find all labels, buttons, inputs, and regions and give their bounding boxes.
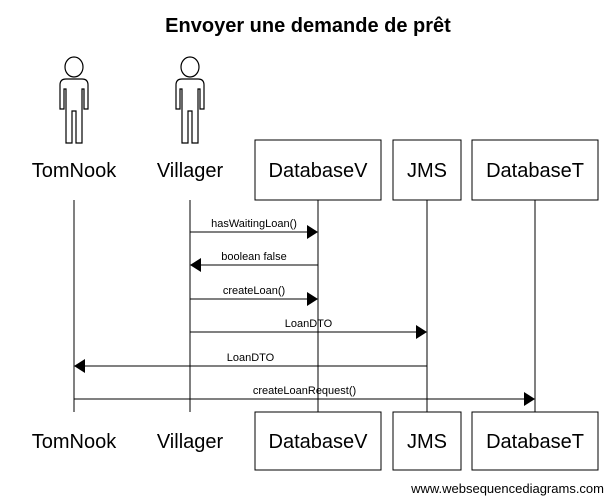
participant-label-jms-top: JMS — [407, 160, 447, 182]
participant-box-jms-bottom — [392, 411, 462, 471]
message-arrowhead-icon — [307, 225, 318, 239]
participant-label-databasev-bottom: DatabaseV — [269, 431, 369, 453]
message-label: createLoanRequest() — [253, 385, 356, 397]
message-2: boolean false — [190, 251, 318, 272]
message-arrowhead-icon — [524, 392, 535, 406]
message-label: hasWaitingLoan() — [211, 218, 297, 230]
message-4: LoanDTO — [190, 318, 427, 339]
participants-top: TomNook Villager DatabaseV JMS DatabaseT — [32, 56, 599, 201]
participant-box-databaset-bottom — [471, 411, 599, 471]
participant-box-jms-top — [392, 139, 462, 201]
participant-box-databasev-top — [254, 139, 382, 201]
message-label: LoanDTO — [227, 352, 275, 364]
lifelines — [73, 200, 536, 412]
participant-label-jms-bottom: JMS — [407, 431, 447, 453]
tomnook-actor-figure-icon — [59, 56, 89, 144]
message-arrowhead-icon — [416, 325, 427, 339]
message-1: hasWaitingLoan() — [190, 218, 318, 239]
messages: hasWaitingLoan() boolean false createLoan(… — [74, 218, 535, 406]
message-arrowhead-icon — [190, 258, 201, 272]
participant-label-tomnook-top: TomNook — [32, 160, 117, 182]
participants-bottom: TomNook Villager DatabaseV JMS DatabaseT — [32, 411, 599, 471]
participant-label-databaset-top: DatabaseT — [486, 160, 584, 182]
participant-label-villager-bottom: Villager — [157, 431, 224, 453]
footer-credit: www.websequencediagrams.com — [410, 481, 604, 496]
message-label: createLoan() — [223, 285, 285, 297]
message-6: createLoanRequest() — [74, 385, 535, 406]
diagram-title: Envoyer une demande de prêt — [165, 15, 451, 37]
villager-actor-figure-icon — [175, 56, 205, 144]
participant-label-databasev-top: DatabaseV — [269, 160, 369, 182]
message-3: createLoan() — [190, 285, 318, 306]
participant-label-villager-top: Villager — [157, 160, 224, 182]
message-arrowhead-icon — [307, 292, 318, 306]
participant-label-databaset-bottom: DatabaseT — [486, 431, 584, 453]
participant-box-databasev-bottom — [254, 411, 382, 471]
message-label: boolean false — [221, 251, 286, 263]
participant-label-tomnook-bottom: TomNook — [32, 431, 117, 453]
message-5: LoanDTO — [74, 352, 427, 373]
message-label: LoanDTO — [285, 318, 333, 330]
message-arrowhead-icon — [74, 359, 85, 373]
participant-box-databaset-top — [471, 139, 599, 201]
